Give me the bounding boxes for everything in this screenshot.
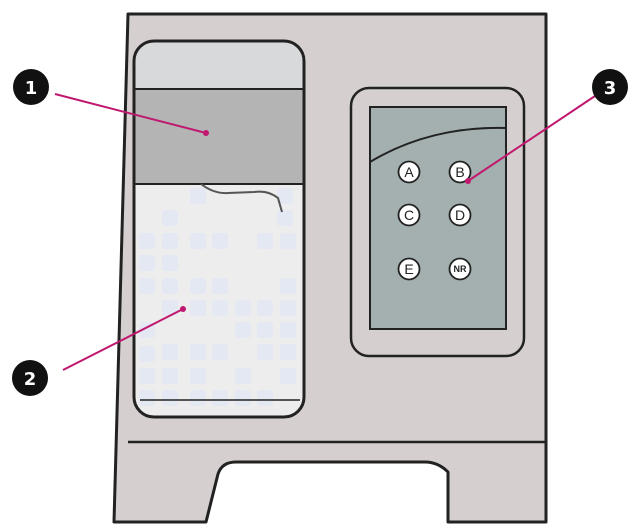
- ballot-tile: [235, 300, 251, 316]
- ballot-tile: [280, 300, 296, 316]
- ballot-tile: [162, 210, 178, 226]
- ballot-tile: [139, 278, 155, 294]
- ballot-tile: [257, 344, 273, 360]
- ballot-tile: [190, 188, 206, 204]
- ballot-tile: [190, 233, 206, 249]
- callout-number: 1: [25, 78, 38, 99]
- ballot-tile: [235, 368, 251, 384]
- ballot-tile: [162, 255, 178, 271]
- button-label: NR: [454, 264, 467, 274]
- button-A[interactable]: A: [397, 160, 421, 184]
- ballot-tile: [280, 368, 296, 384]
- callout-lines: [54, 93, 599, 371]
- ballot-tile: [277, 210, 293, 226]
- ballot-tile: [162, 344, 178, 360]
- ballot-tile: [235, 390, 251, 406]
- ballot-tile: [139, 233, 155, 249]
- button-E[interactable]: E: [397, 257, 421, 281]
- panel-screen-curve: [369, 126, 507, 163]
- button-C[interactable]: C: [397, 203, 421, 227]
- button-label: B: [455, 164, 464, 180]
- ballot-tile: [277, 188, 293, 204]
- ballot-tile: [162, 390, 178, 406]
- ballot-tile: [162, 278, 178, 294]
- button-B[interactable]: B: [448, 160, 472, 184]
- button-label: C: [404, 207, 414, 223]
- ballot-tile: [280, 278, 296, 294]
- ballot-tile: [162, 300, 178, 316]
- ballot-tile: [280, 344, 296, 360]
- button-label: D: [455, 207, 465, 223]
- ballot-tile: [139, 390, 155, 406]
- button-label: A: [404, 164, 414, 180]
- ballot-tile: [162, 368, 178, 384]
- ballot-tile: [190, 344, 206, 360]
- callout-line-2: [62, 308, 184, 371]
- ballot-tile: [139, 255, 155, 271]
- ballot-tile: [212, 278, 228, 294]
- ballot-tile: [190, 278, 206, 294]
- ballot-tile: [212, 233, 228, 249]
- ballot-slip: [200, 183, 283, 213]
- ballot-tile: [235, 322, 251, 338]
- ballot-tile: [257, 300, 273, 316]
- ballot-tile: [212, 390, 228, 406]
- ballot-box-window: [134, 41, 304, 417]
- callout-badge-1: 1: [13, 69, 49, 105]
- callout-badge-2: 2: [12, 360, 48, 396]
- callout-line-1: [54, 93, 207, 134]
- button-label: E: [404, 261, 413, 277]
- ballot-tile: [280, 233, 296, 249]
- ballot-tile: [257, 390, 273, 406]
- ballot-tile: [212, 300, 228, 316]
- button-D[interactable]: D: [448, 203, 472, 227]
- choice-button-panel: [369, 106, 507, 330]
- ballot-tile: [190, 390, 206, 406]
- ballot-tile: [139, 346, 155, 362]
- callout-number: 2: [24, 369, 37, 390]
- button-NR[interactable]: NR: [448, 257, 472, 281]
- callout-badge-3: 3: [592, 69, 628, 105]
- window-frame: [132, 39, 306, 419]
- ballot-tile: [190, 300, 206, 316]
- ballot-tile: [280, 322, 296, 338]
- ballot-tile: [139, 368, 155, 384]
- callout-line-3: [467, 93, 599, 182]
- ballot-tile: [212, 344, 228, 360]
- ballot-tiles: [139, 188, 296, 406]
- callout-number: 3: [604, 78, 617, 99]
- ballot-tile: [162, 233, 178, 249]
- ballot-tile: [257, 233, 273, 249]
- ballot-tile: [257, 322, 273, 338]
- ballot-tile: [190, 368, 206, 384]
- receipt-slot: [134, 89, 304, 184]
